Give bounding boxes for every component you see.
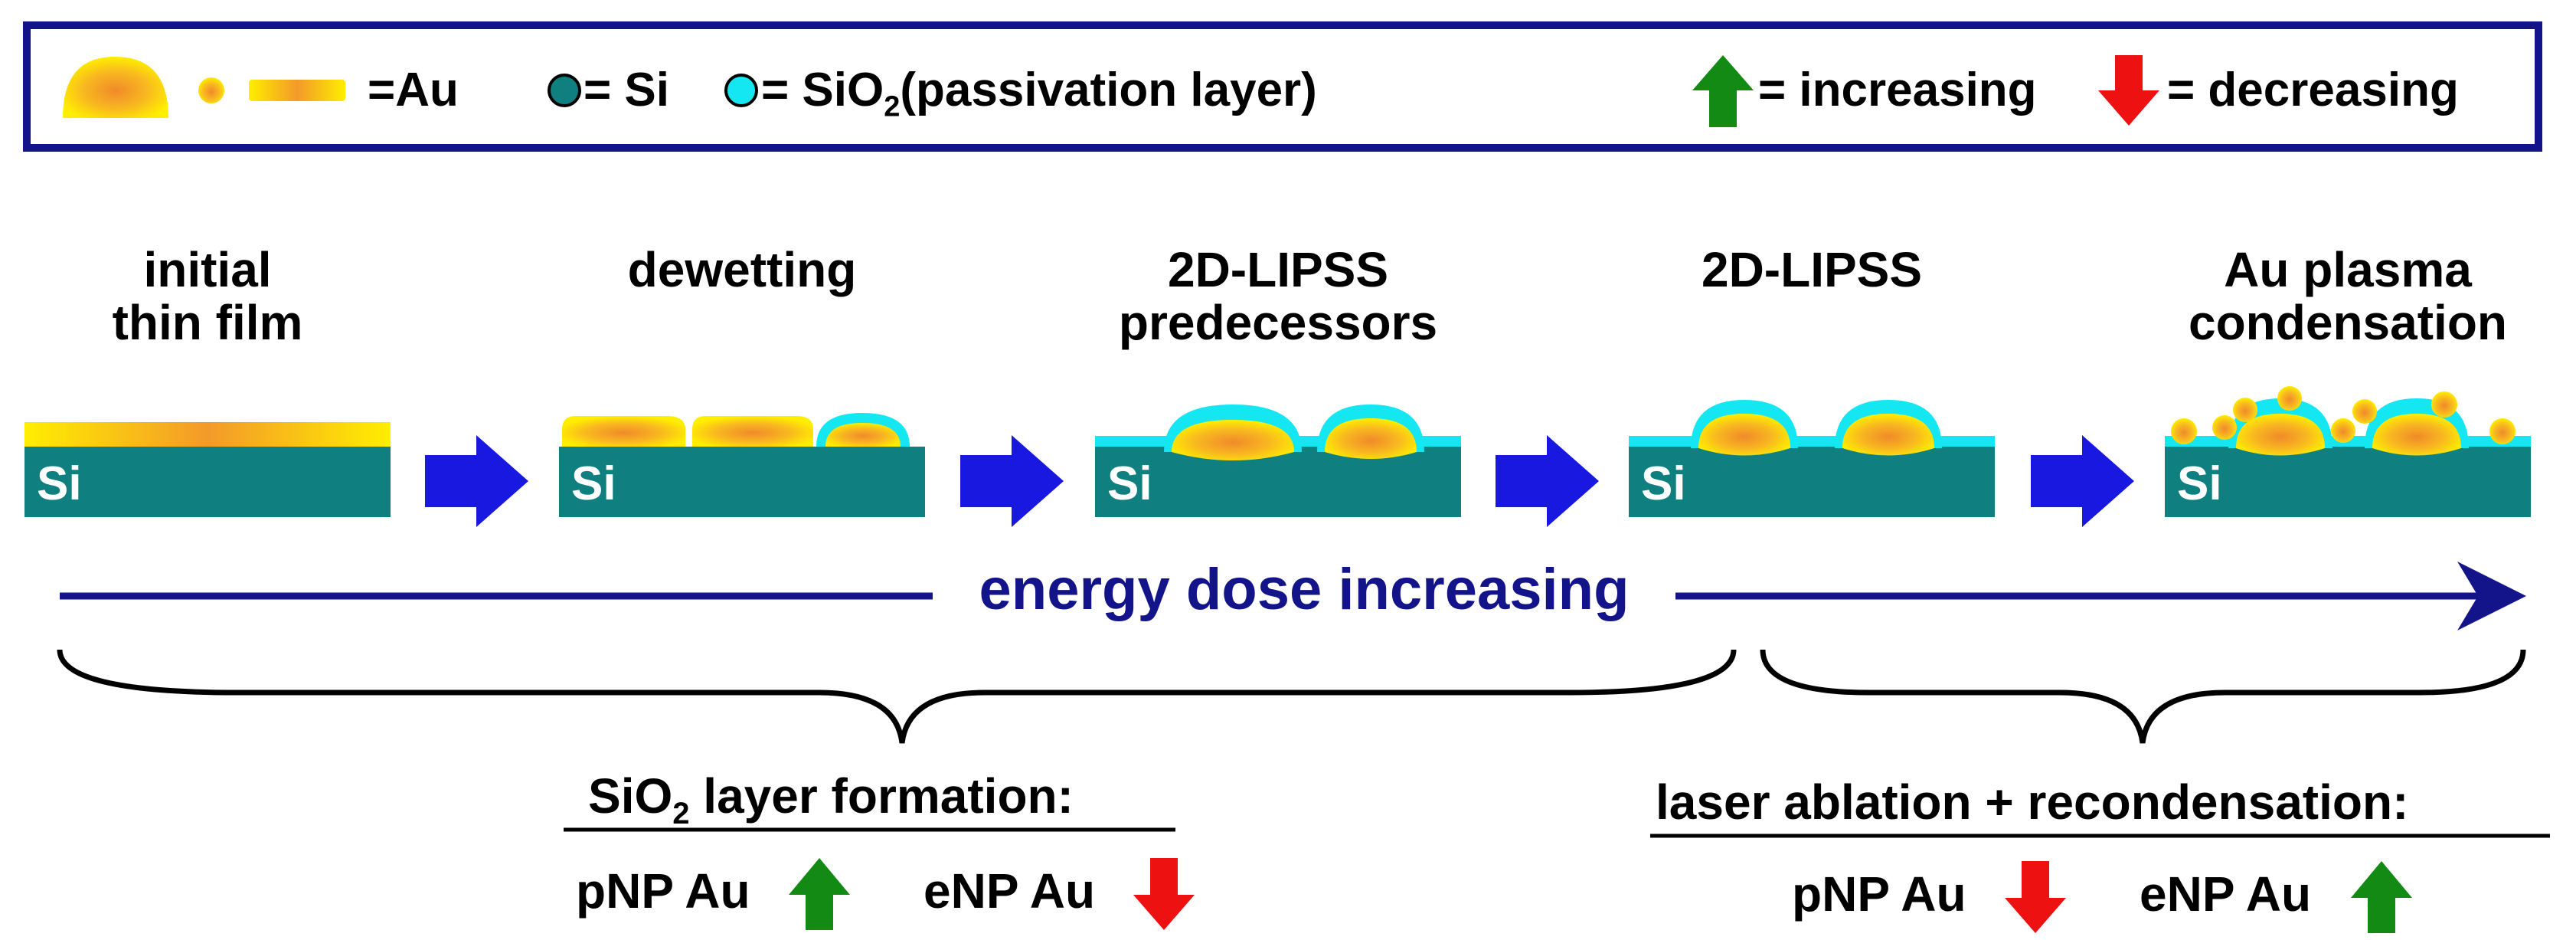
right-group-heading: laser ablation + recondensation: [1656,775,2409,830]
legend-decreasing-label: = decreasing [2167,64,2459,116]
process-arrow-1 [425,435,528,527]
left-heading-suffix: layer formation: [689,768,1074,824]
left-heading-subscript: 2 [672,796,690,830]
stage-3-substrate-label: Si [1107,457,1152,510]
stage-1-cross-section [25,422,391,517]
right-pnp-down-arrow-icon [2005,861,2066,933]
stage-4-title-line2: 2D-LIPSS [1701,242,1923,297]
legend-si-icon [548,74,581,107]
left-group-heading: SiO2 layer formation: [588,768,1074,831]
stage-4-substrate-label: Si [1641,457,1686,510]
stage-5-title: Au plasma condensation [2156,242,2539,351]
legend-au-dot-icon [198,77,224,103]
right-enp-label: eNP Au [2140,866,2312,922]
stage-3-title: 2D-LIPSS predecessors [1087,242,1469,351]
left-enp-down-arrow-icon [1133,858,1195,930]
stage-1-substrate-label: Si [37,457,82,510]
process-arrow-2 [960,435,1064,527]
stage-5-title-line2: condensation [2188,295,2508,351]
legend-si-label: = Si [584,64,670,116]
legend-down-arrow-icon [2098,55,2159,126]
process-arrow-3 [1496,435,1599,527]
stage-3-title-line1: 2D-LIPSS [1167,242,1389,297]
legend-box [23,21,2542,152]
stage-3-cross-section [1095,404,1461,517]
right-group-brace [1760,649,2526,744]
stage-1-title-line1: initial [143,242,272,297]
process-arrow-4 [2031,435,2134,527]
left-pnp-label: pNP Au [576,863,750,919]
left-heading-prefix: SiO [588,768,673,824]
left-enp-label: eNP Au [924,863,1096,919]
legend-up-arrow-icon [1692,55,1754,127]
stage-2-title: dewetting [551,242,933,297]
stage-1-title: initial thin film [16,242,399,351]
stage-2-substrate-label: Si [571,457,616,510]
legend-sio2-icon [724,74,758,107]
energy-dose-label: energy dose increasing [933,556,1675,623]
legend-sio2-suffix: (passivation layer) [900,64,1317,116]
stage-1-title-line2: thin film [112,295,303,351]
stage-2-cross-section [559,413,925,517]
stage-4-cross-section [1629,400,1995,517]
legend-sio2-label: = SiO2(passivation layer) [761,64,1317,123]
legend-au-dome-icon [63,57,168,118]
stage-3-title-line2: predecessors [1118,295,1438,351]
legend-sio2-subscript: 2 [884,90,901,123]
left-pnp-up-arrow-icon [789,858,850,930]
stage-5-substrate-label: Si [2177,457,2222,510]
right-enp-up-arrow-icon [2351,861,2412,933]
legend-au-film-icon [249,80,345,101]
legend-increasing-label: = increasing [1758,64,2037,116]
stage-5-cross-section [2165,386,2531,517]
left-group-brace [57,649,1737,744]
legend-sio2-prefix: = SiO [761,64,884,116]
right-pnp-label: pNP Au [1792,866,1966,922]
legend-au-label: =Au [368,64,459,116]
stage-4-title: 2D-LIPSS [1620,242,2003,297]
stage-5-title-line1: Au plasma [2224,242,2472,297]
stage-2-title-line2: dewetting [627,242,857,297]
